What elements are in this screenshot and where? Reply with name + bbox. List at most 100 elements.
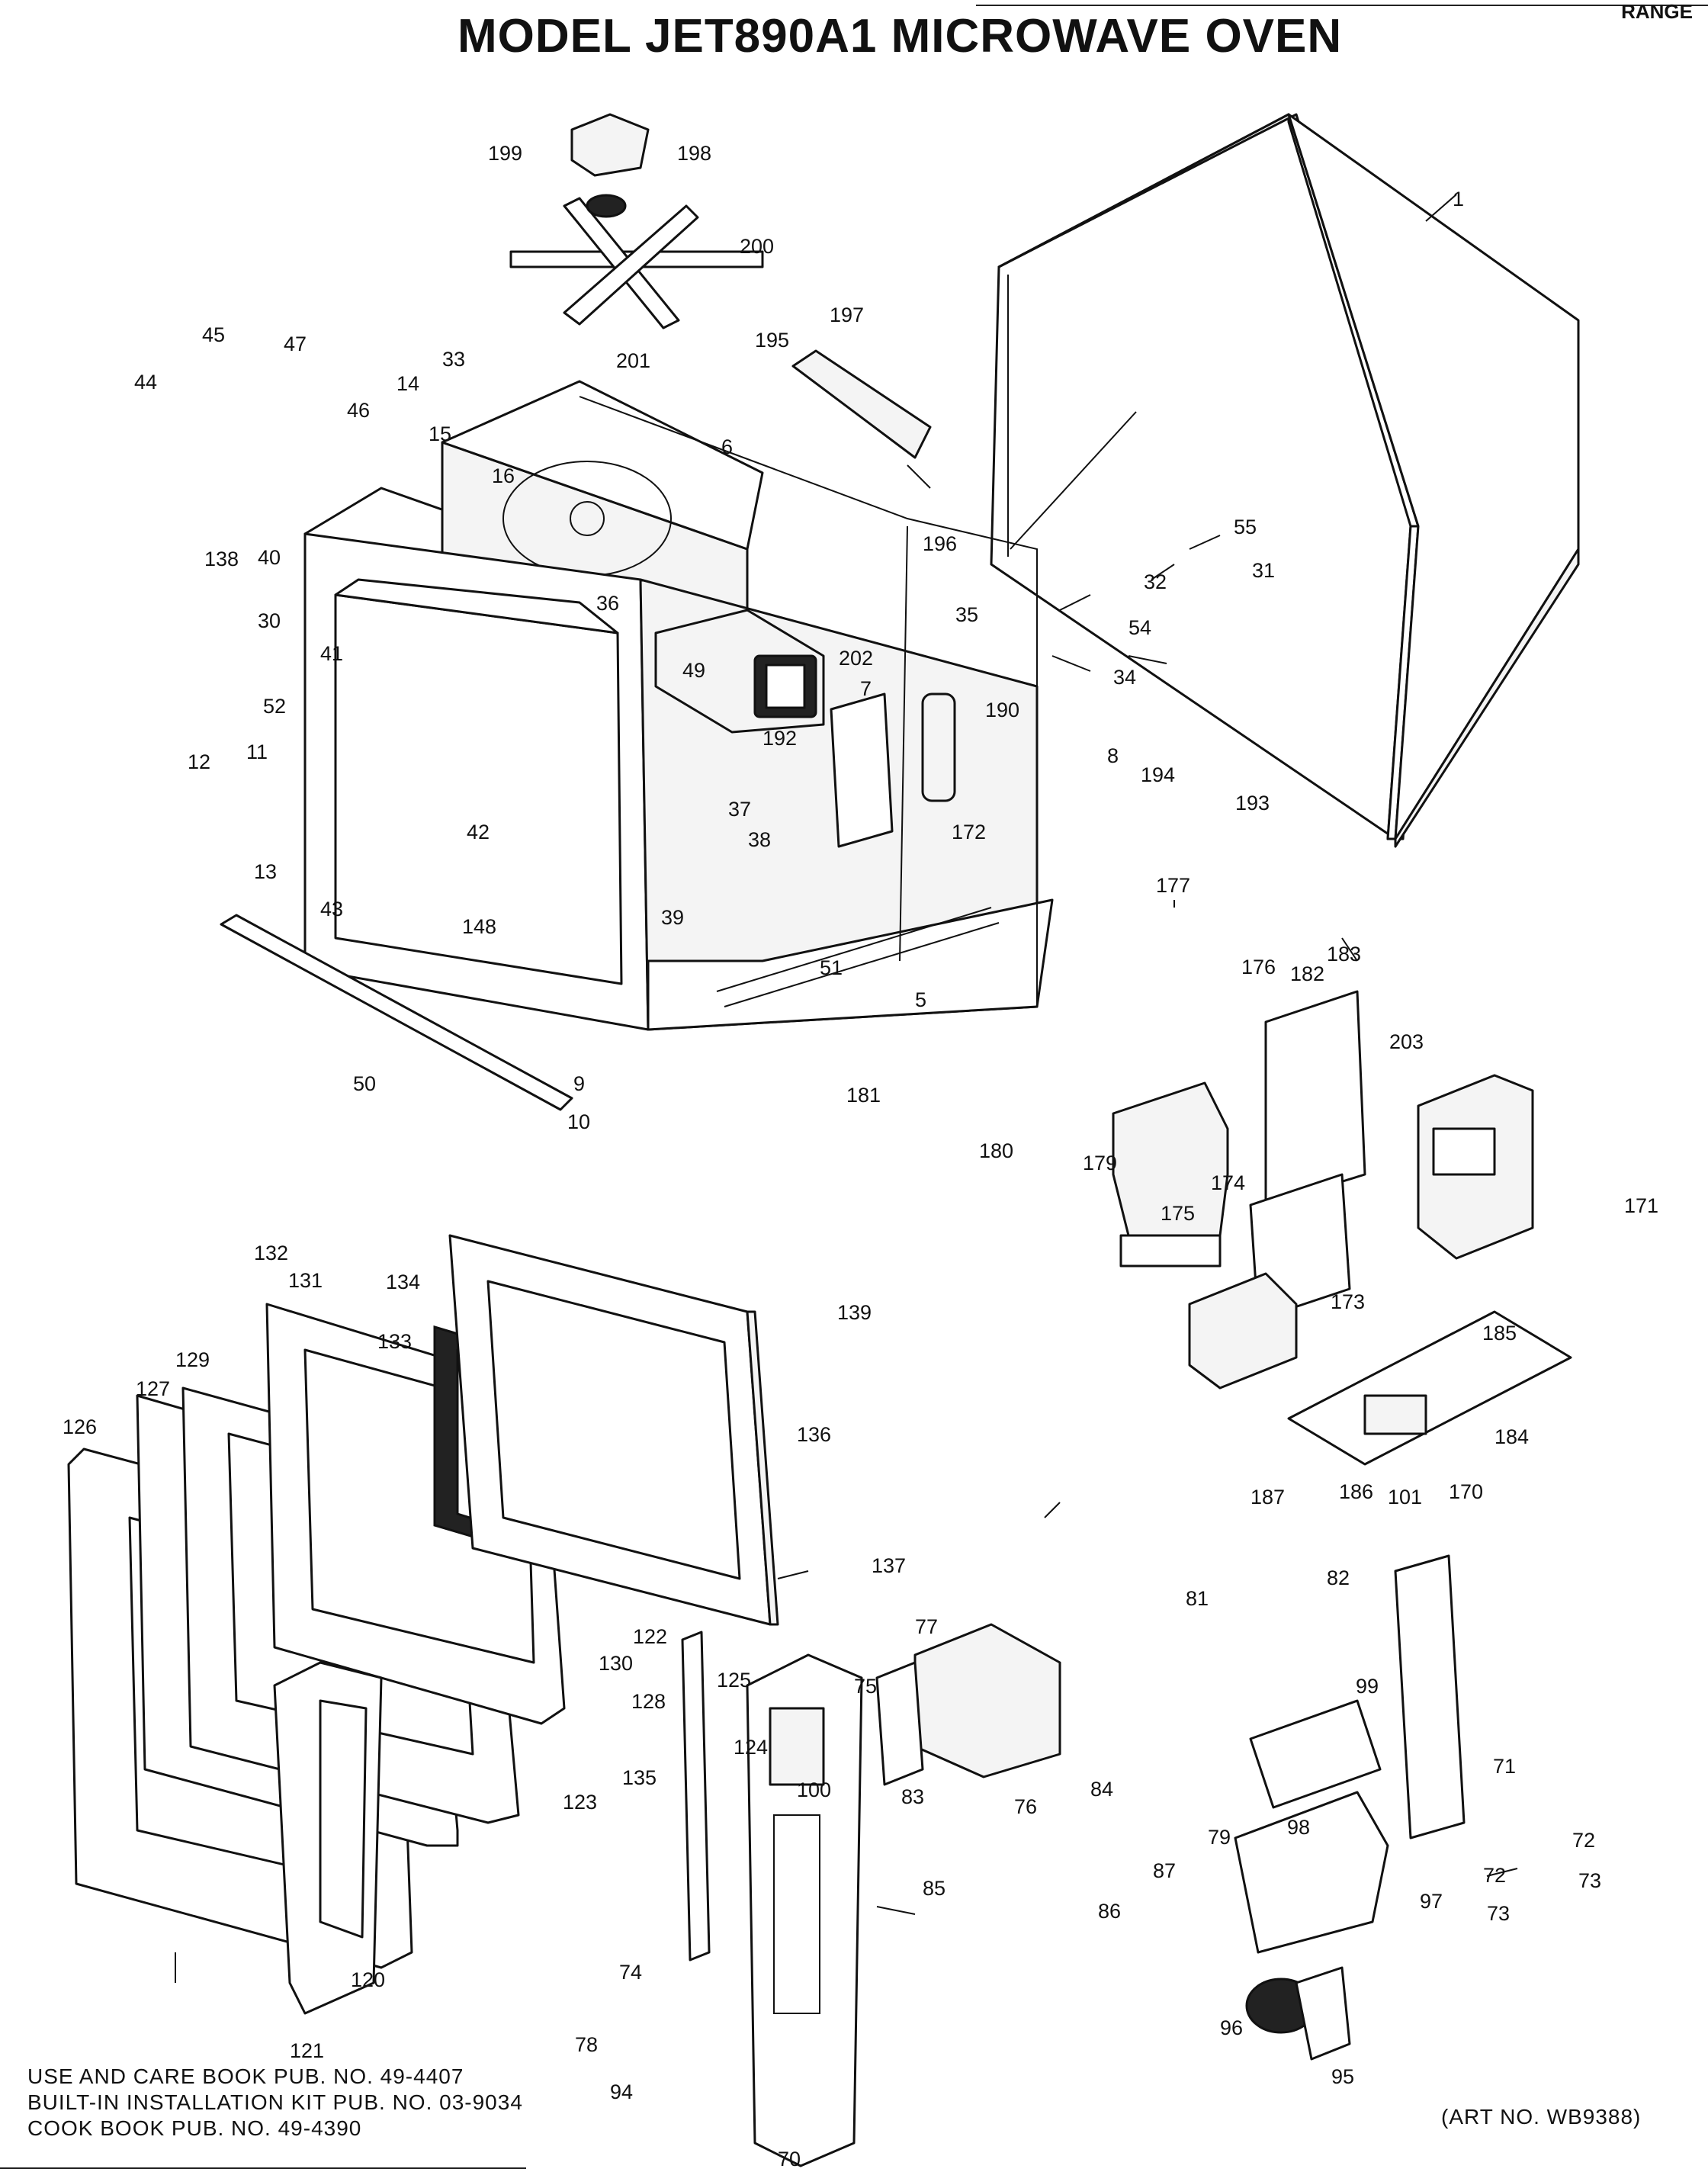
callout-101: 101 [1388, 1486, 1422, 1509]
callout-183: 183 [1327, 943, 1361, 966]
stirrer-fan-200 [509, 197, 764, 329]
callout-43: 43 [320, 898, 343, 921]
circuit-board-170 [1287, 1310, 1572, 1466]
callout-41: 41 [320, 642, 343, 665]
transformer-171 [1417, 1074, 1534, 1260]
callout-176: 176 [1241, 956, 1276, 978]
waveguide-assembly [654, 609, 825, 734]
callout-132: 132 [254, 1242, 288, 1264]
callout-34: 34 [1113, 666, 1136, 689]
callout-121: 121 [290, 2039, 324, 2062]
callout-72a: 72 [1572, 1829, 1595, 1852]
callout-95: 95 [1331, 2065, 1354, 2088]
callout-124: 124 [734, 1736, 768, 1759]
fan-motor-173 [1188, 1272, 1298, 1390]
callout-123: 123 [563, 1791, 597, 1814]
callout-84: 84 [1090, 1778, 1113, 1801]
callout-200: 200 [740, 235, 774, 258]
callout-42: 42 [467, 821, 490, 843]
callout-16: 16 [492, 464, 515, 487]
bottom-rule [0, 2167, 526, 2169]
callout-175: 175 [1161, 1202, 1195, 1225]
callout-13: 13 [254, 860, 277, 883]
callout-129: 129 [175, 1348, 210, 1371]
callout-6: 6 [721, 435, 733, 458]
callout-127: 127 [136, 1377, 170, 1400]
top-rule [976, 5, 1708, 6]
callout-198: 198 [677, 142, 711, 165]
callout-79: 79 [1208, 1826, 1231, 1849]
callout-139: 139 [837, 1301, 872, 1324]
callout-32: 32 [1144, 570, 1167, 593]
callout-96: 96 [1220, 2016, 1243, 2039]
latch-lever-124 [681, 1631, 711, 1962]
callout-46: 46 [347, 399, 370, 422]
callout-72b: 72 [1483, 1864, 1506, 1887]
callout-182: 182 [1290, 962, 1324, 985]
callout-7: 7 [860, 677, 872, 700]
callout-190: 190 [985, 699, 1019, 721]
callout-77: 77 [915, 1615, 938, 1638]
callout-126: 126 [63, 1415, 97, 1438]
callout-97: 97 [1420, 1890, 1443, 1913]
callout-12: 12 [188, 750, 210, 773]
callout-170: 170 [1449, 1480, 1483, 1503]
callout-11: 11 [246, 741, 268, 763]
callout-133: 133 [377, 1330, 412, 1353]
callout-37: 37 [728, 798, 751, 821]
publication-list: USE AND CARE BOOK PUB. NO. 49-4407 BUILT… [27, 2064, 523, 2141]
callout-52: 52 [263, 695, 286, 718]
magnetron-175 [1112, 1081, 1229, 1268]
callout-81: 81 [1186, 1587, 1209, 1610]
callout-70: 70 [778, 2148, 801, 2170]
callout-131: 131 [288, 1269, 323, 1292]
corner-label: RANGE [1621, 0, 1693, 23]
callout-134: 134 [386, 1271, 420, 1293]
callout-87: 87 [1153, 1859, 1176, 1882]
bracket-71 [1394, 1554, 1466, 1839]
publication-cook-book: COOK BOOK PUB. NO. 49-4390 [27, 2116, 362, 2140]
cover-99 [1249, 1699, 1382, 1809]
fan-95 [1245, 1966, 1351, 2061]
callout-172: 172 [952, 821, 986, 843]
callout-73a: 73 [1578, 1869, 1601, 1892]
callout-47: 47 [284, 333, 307, 355]
callout-98: 98 [1287, 1816, 1310, 1839]
timer-77 [875, 1623, 1061, 1786]
callout-51: 51 [820, 956, 843, 979]
callout-179: 179 [1083, 1152, 1117, 1174]
diagram-title: MODEL JET890A1 MICROWAVE OVEN [458, 10, 1343, 63]
callout-195: 195 [755, 329, 789, 352]
part-callouts: 1 5 6 7 8 9 10 11 12 13 14 15 16 30 31 3… [63, 142, 1658, 2170]
callout-85: 85 [923, 1877, 946, 1900]
callout-78: 78 [575, 2033, 598, 2056]
callout-83: 83 [901, 1785, 924, 1808]
publication-installation-kit: BUILT-IN INSTALLATION KIT PUB. NO. 03-90… [27, 2090, 523, 2114]
callout-39: 39 [661, 906, 684, 929]
callout-35: 35 [955, 603, 978, 626]
capacitor-195 [791, 349, 932, 459]
callout-44: 44 [134, 371, 157, 394]
leader-lines [175, 194, 1518, 1983]
callout-99: 99 [1356, 1675, 1379, 1698]
shield-203 [1264, 990, 1366, 1206]
callout-82: 82 [1327, 1566, 1350, 1589]
callout-135: 135 [622, 1766, 657, 1789]
callout-33: 33 [442, 348, 465, 371]
callout-197: 197 [830, 304, 864, 326]
callout-73b: 73 [1487, 1902, 1510, 1925]
callout-138: 138 [204, 548, 239, 570]
callout-10: 10 [567, 1110, 590, 1133]
publication-use-and-care: USE AND CARE BOOK PUB. NO. 49-4407 [27, 2064, 464, 2088]
callout-36: 36 [596, 592, 619, 615]
callout-15: 15 [429, 423, 451, 445]
callout-30: 30 [258, 609, 281, 632]
callout-196: 196 [923, 532, 957, 555]
callout-1: 1 [1453, 188, 1464, 210]
callout-203: 203 [1389, 1030, 1424, 1053]
callout-174: 174 [1211, 1171, 1245, 1194]
callout-9: 9 [573, 1072, 585, 1095]
control-panel-70 [746, 1653, 863, 2167]
callout-148: 148 [462, 915, 496, 938]
